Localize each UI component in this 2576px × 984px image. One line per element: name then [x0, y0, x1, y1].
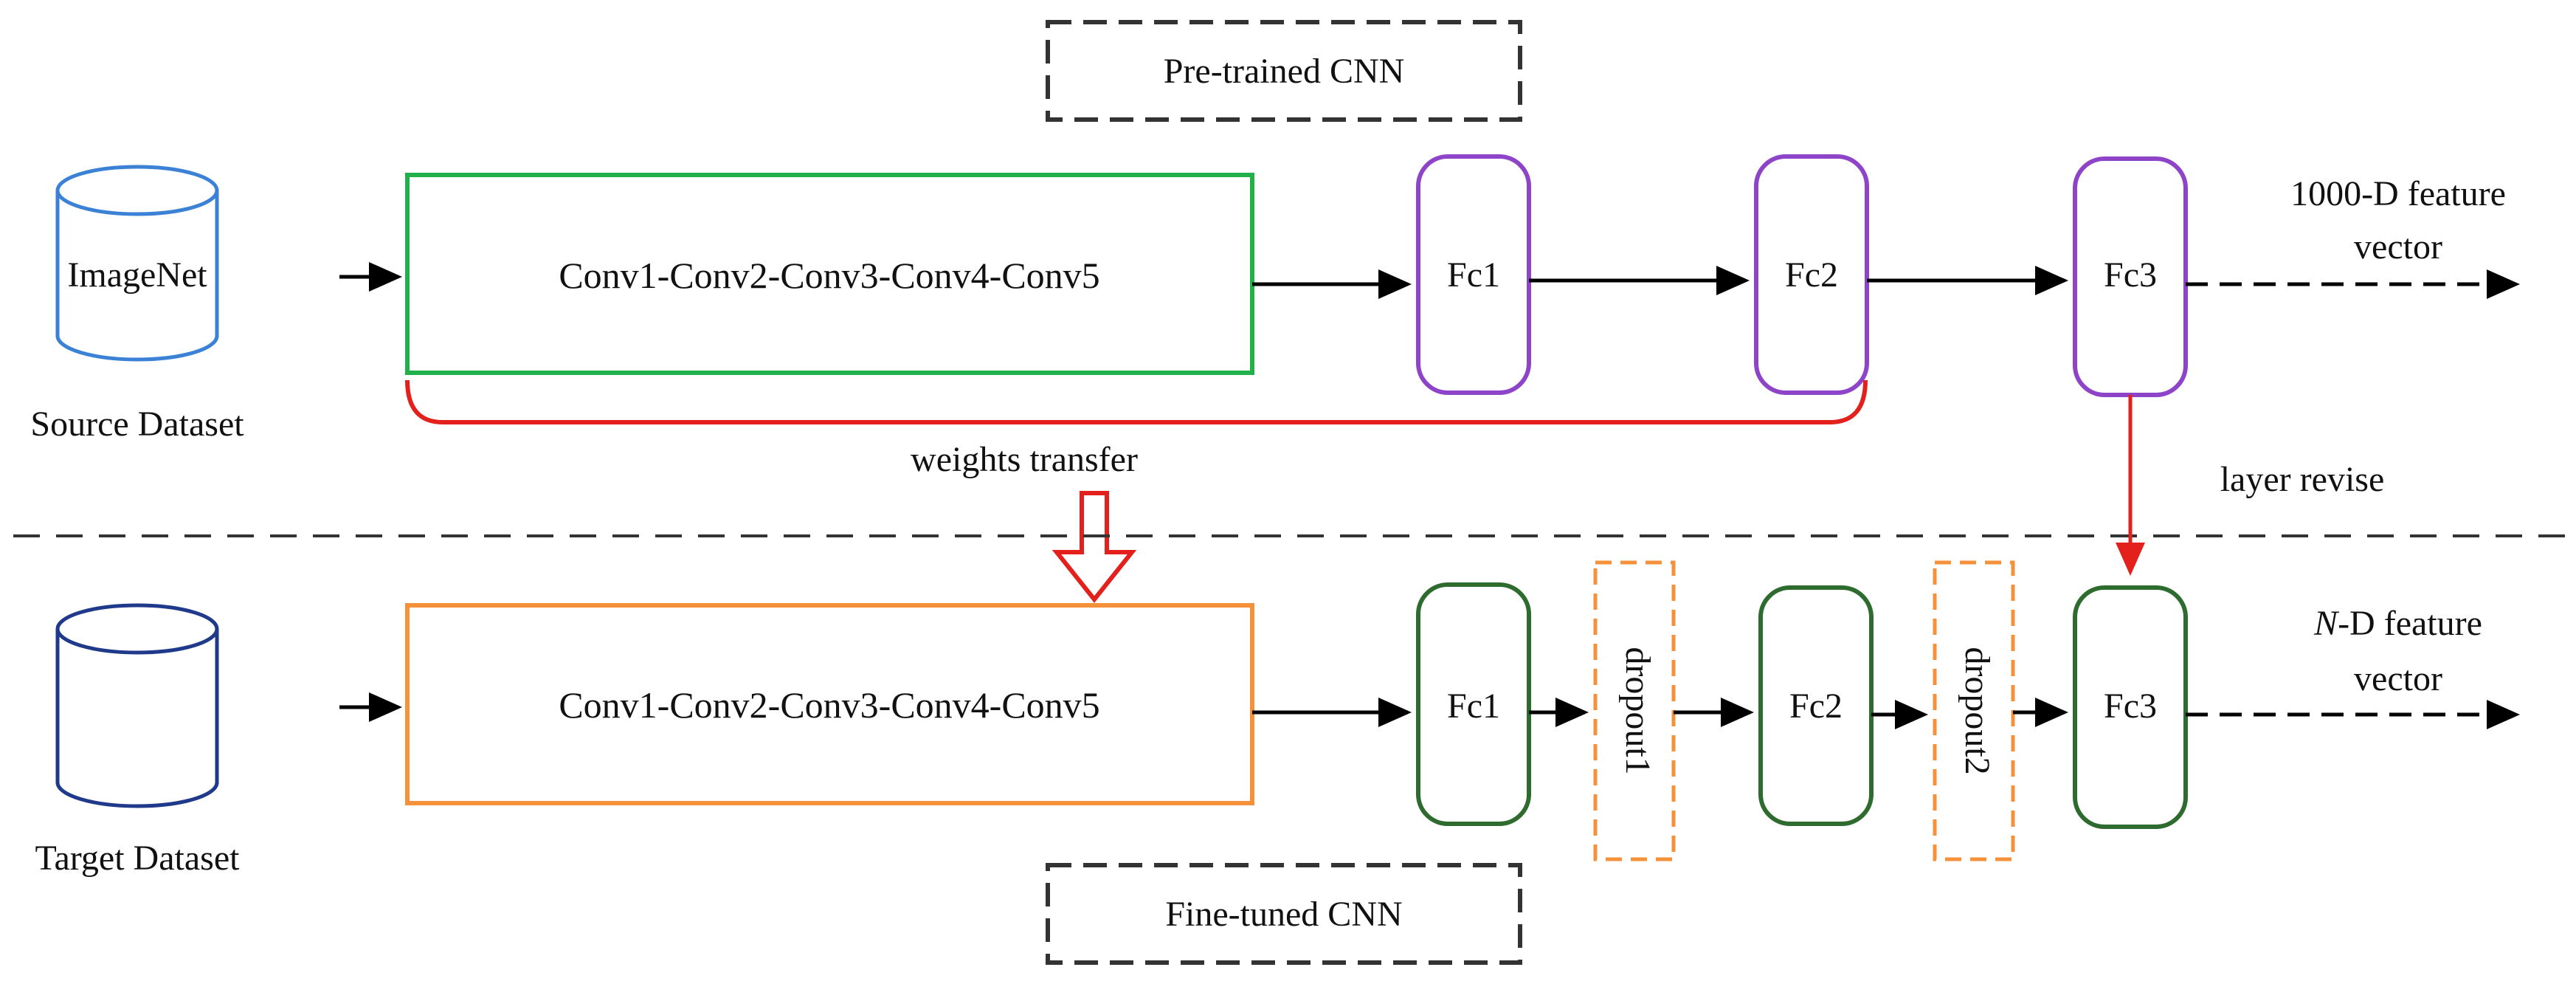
- finetuned-section: Target Dataset Conv1-Conv2-Conv3-Conv4-C…: [35, 560, 2520, 965]
- bottom-fc3-block: [2073, 585, 2188, 829]
- bottom-fc2-block: [1758, 585, 1874, 826]
- weights-transfer-label: weights transfer: [911, 440, 1138, 479]
- finetuned-title: Fine-tuned CNN: [1165, 895, 1402, 934]
- pretrained-title: Pre-trained CNN: [1164, 52, 1405, 91]
- bottom-output-label-line1: N-D feature: [2313, 604, 2482, 643]
- source-dataset-cylinder: [55, 165, 219, 362]
- top-fc3-label: Fc3: [2104, 255, 2157, 295]
- dropout2-label: dropout2: [1958, 647, 1997, 774]
- bottom-fc1-label: Fc1: [1447, 687, 1500, 726]
- top-output-label-line1: 1000-D feature: [2290, 174, 2506, 213]
- top-fc2-label: Fc2: [1785, 255, 1838, 295]
- bottom-fc1-block: [1416, 582, 1531, 826]
- bottom-conv-block: [405, 603, 1254, 805]
- top-conv-block: [405, 173, 1254, 375]
- source-dataset-caption: Source Dataset: [30, 405, 244, 444]
- top-fc1-label: Fc1: [1447, 255, 1500, 295]
- pretrained-title-box: [1046, 20, 1522, 122]
- finetuned-title-box: [1046, 863, 1522, 965]
- top-output-label-line2: vector: [2354, 227, 2442, 266]
- source-dataset-name: ImageNet: [67, 255, 207, 295]
- top-fc1-block: [1416, 154, 1531, 395]
- layer-revise-label: layer revise: [2220, 460, 2385, 499]
- target-dataset-caption: Target Dataset: [35, 839, 241, 878]
- top-fc2-block: [1754, 154, 1869, 395]
- bottom-fc3-label: Fc3: [2104, 687, 2157, 726]
- pretrained-section: Pre-trained CNN ImageNet Source Dataset …: [30, 20, 2520, 444]
- target-dataset-cylinder: [55, 603, 219, 808]
- top-conv-label: Conv1-Conv2-Conv3-Conv4-Conv5: [559, 255, 1099, 296]
- weights-bracket: [405, 379, 1868, 424]
- dropout1-label: dropout1: [1618, 647, 1657, 774]
- bottom-output-n: N: [2313, 604, 2340, 643]
- bottom-conv-label: Conv1-Conv2-Conv3-Conv4-Conv5: [559, 684, 1099, 726]
- bottom-output-rest: -D feature: [2338, 604, 2482, 643]
- bottom-output-label-line2: vector: [2354, 659, 2442, 698]
- transfer-middle: weights transfer layer revise: [13, 395, 2568, 603]
- bottom-fc2-label: Fc2: [1789, 687, 1843, 726]
- weights-transfer-arrow: [1052, 491, 1137, 603]
